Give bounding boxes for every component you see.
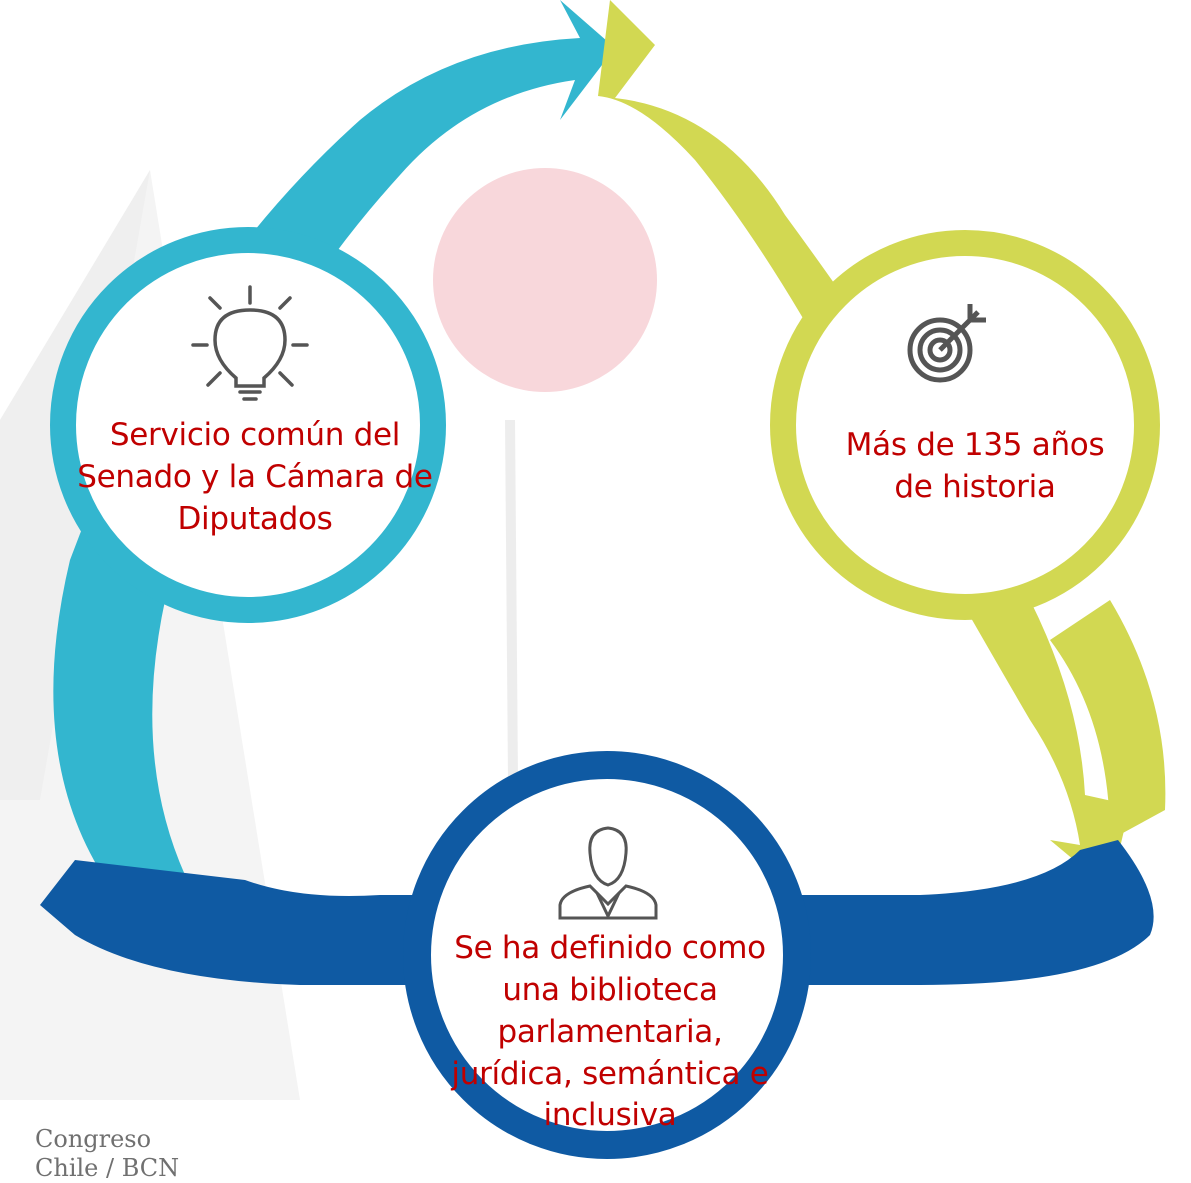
bottom-item-line: jurídica, semántica e <box>451 1055 769 1092</box>
bottom-item-line: una biblioteca <box>502 971 718 1008</box>
left-item-text: Servicio común del Senado y la Cámara de… <box>70 415 440 541</box>
lime-arrow-tail <box>1050 600 1166 840</box>
bottom-item-line: parlamentaria, <box>497 1013 723 1050</box>
bcn-logo-text: Congreso Chile / BCN <box>35 1125 179 1183</box>
right-circle <box>770 230 1160 620</box>
left-item-line: Senado y la Cámara de <box>77 458 433 495</box>
lime-arrow <box>598 0 1130 890</box>
right-item-line: Más de 135 años <box>845 427 1105 463</box>
left-item-line: Diputados <box>177 500 333 537</box>
lightbulb-icon <box>191 285 309 401</box>
right-item-line: de historia <box>894 468 1056 505</box>
accent-circle <box>433 168 657 392</box>
bottom-item-text: Se ha definido como una biblioteca parla… <box>415 928 805 1137</box>
bottom-circle <box>403 751 811 1159</box>
logo-line: Congreso <box>35 1125 152 1153</box>
target-icon <box>907 304 986 383</box>
left-item-line: Servicio común del <box>109 417 401 453</box>
right-item-text: Más de 135 años de historia <box>820 425 1130 509</box>
person-icon <box>558 826 658 920</box>
bottom-item-line: Se ha definido como <box>454 930 766 966</box>
left-circle <box>50 227 446 623</box>
logo-line: Chile / BCN <box>35 1153 180 1182</box>
bottom-item-line: inclusiva <box>543 1097 677 1134</box>
